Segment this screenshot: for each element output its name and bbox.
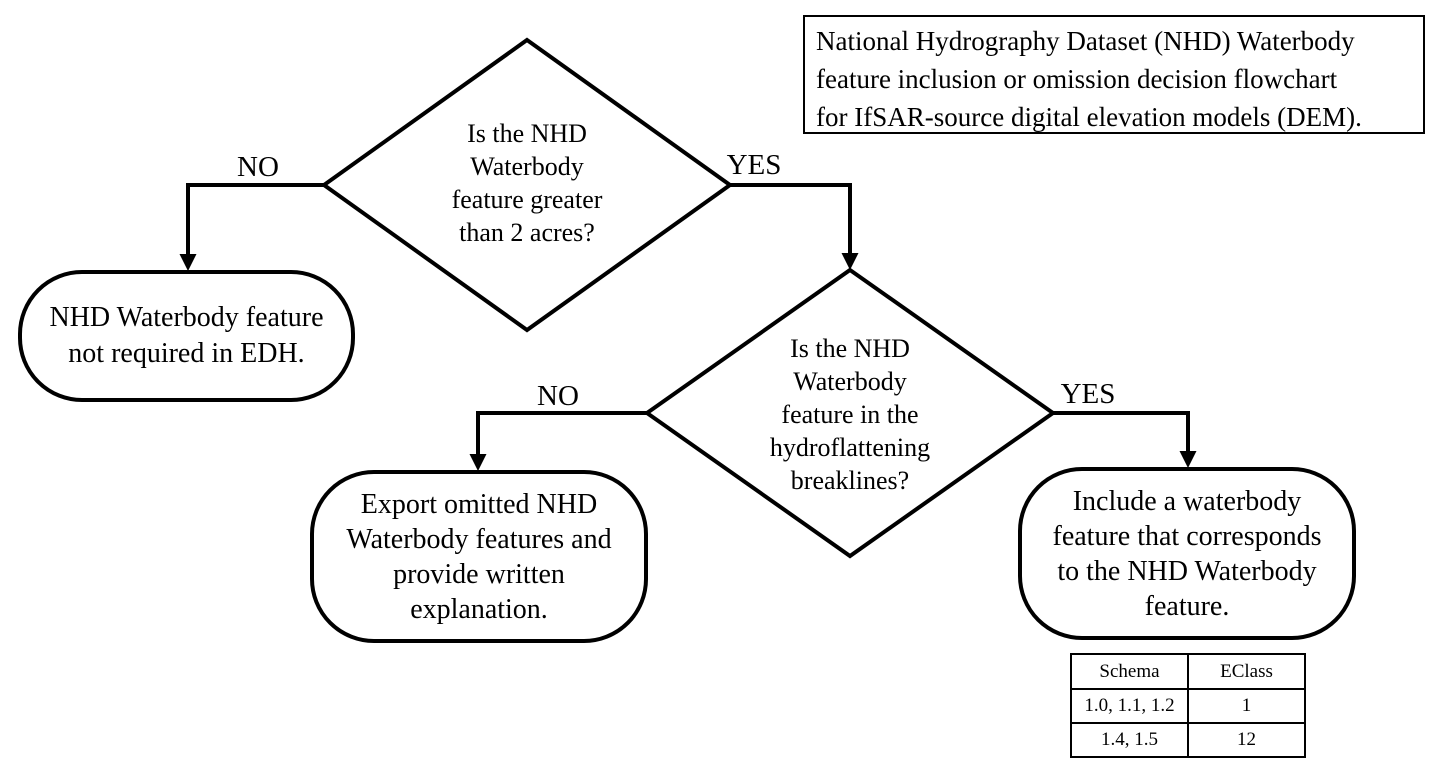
table-row: 1.0, 1.1, 1.2 1 — [1070, 688, 1306, 724]
title-box: National Hydrography Dataset (NHD) Water… — [803, 15, 1425, 134]
outcome-export-text: Export omitted NHD Waterbody features an… — [346, 488, 612, 625]
eclass-table-cell-schema-1: 1.0, 1.1, 1.2 — [1070, 688, 1189, 724]
outcome-include-node: Include a waterbody feature that corresp… — [1018, 467, 1356, 640]
decision-acres-diamond — [320, 37, 734, 333]
connector-yes-breaklines — [1051, 411, 1190, 456]
decision-breaklines-diamond — [643, 267, 1057, 559]
eclass-table-cell-eclass-1: 1 — [1187, 688, 1306, 724]
eclass-table-cell-schema-2: 1.4, 1.5 — [1070, 722, 1189, 758]
arrowhead-yes-breaklines — [1179, 451, 1197, 468]
eclass-table-header-row: Schema EClass — [1070, 653, 1306, 690]
eclass-table-cell-eclass-2: 12 — [1187, 722, 1306, 758]
outcome-not-required-node: NHD Waterbody feature not required in ED… — [18, 270, 355, 402]
eclass-table-header-schema: Schema — [1070, 653, 1189, 690]
eclass-table: Schema EClass 1.0, 1.1, 1.2 1 1.4, 1.5 1… — [1070, 653, 1306, 758]
table-row: 1.4, 1.5 12 — [1070, 722, 1306, 758]
branch-label-no-acres: NO — [237, 151, 279, 183]
branch-label-no-breaklines: NO — [537, 380, 579, 412]
branch-label-yes-acres: YES — [726, 149, 782, 181]
connector-yes-acres — [728, 183, 852, 257]
connector-no-acres — [186, 183, 326, 259]
arrowhead-no-breaklines — [469, 454, 487, 471]
decision-acres-question: Is the NHD Waterbody feature greater tha… — [451, 119, 603, 247]
branch-label-yes-breaklines: YES — [1060, 378, 1116, 410]
arrowhead-yes-acres — [841, 253, 859, 270]
eclass-table-header-eclass: EClass — [1187, 653, 1306, 690]
outcome-include-text: Include a waterbody feature that corresp… — [1052, 485, 1322, 622]
connector-no-breaklines — [476, 411, 649, 459]
outcome-export-node: Export omitted NHD Waterbody features an… — [310, 470, 648, 643]
outcome-not-required-text: NHD Waterbody feature not required in ED… — [49, 302, 324, 369]
decision-breaklines-question: Is the NHD Waterbody feature in the hydr… — [769, 334, 931, 495]
arrowhead-no-acres — [179, 254, 197, 271]
